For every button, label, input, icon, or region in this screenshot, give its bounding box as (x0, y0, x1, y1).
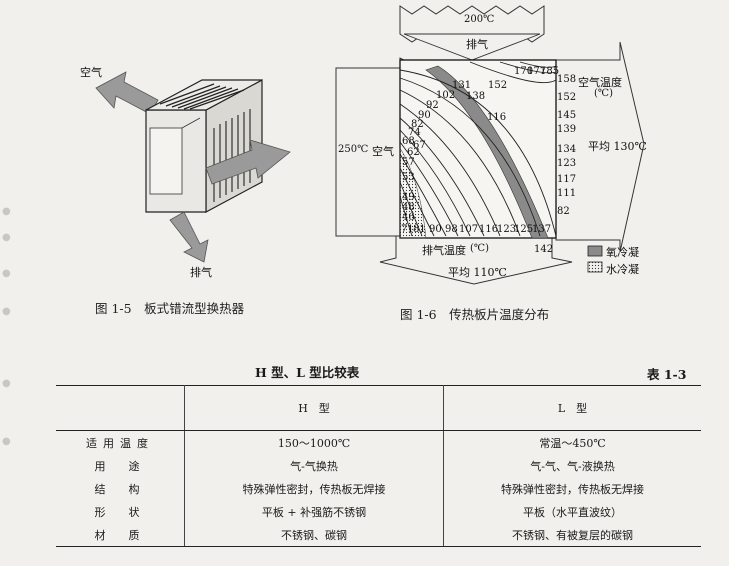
fig2-curve-number: 152 (488, 80, 508, 91)
figure-1-6-caption: 图 1-6 传热板片温度分布 (400, 307, 550, 322)
fig2-curve-number: 90 (418, 110, 431, 121)
fig2-right-number: 111 (557, 188, 577, 199)
fig2-right-number: 139 (557, 124, 577, 135)
fig2-curve-number: 138 (466, 91, 486, 102)
fig2-bottom-number: 107 (459, 224, 479, 235)
cell-h: 特殊弹性密封，传热板无焊接 (184, 477, 444, 500)
cell-l: 气-气、气-液换热 (530, 459, 615, 473)
fig2-right-number: 123 (557, 158, 577, 169)
fig2-legend-water: 水冷凝 (606, 263, 639, 276)
table-header-empty (56, 385, 185, 431)
fig2-curve-number: 46 (402, 212, 415, 223)
cell-h: 平板 + 补强筋不锈钢 (184, 500, 444, 523)
table-header-h: H 型 (184, 385, 444, 431)
fig2-right-number: 152 (557, 92, 577, 103)
fig2-curve-number: 74 (408, 127, 421, 138)
table-title: H 型、L 型比较表 (255, 365, 360, 380)
cell-l: 不锈钢、有被复层的碳钢 (443, 523, 701, 547)
fig2-bottom-label-1: 排气温度 (422, 244, 466, 257)
fig2-bottom-number: 123 (497, 224, 517, 235)
fig2-avg-air: 平均 130℃ (588, 140, 647, 153)
cell-h: 气-气换热 (184, 454, 444, 477)
fig2-top-number: 185 (540, 66, 560, 77)
table-row: 适用温度 150～1000℃ 常温～450℃ (56, 430, 701, 454)
table-row: 材 质 不锈钢、碳钢 不锈钢、有被复层的碳钢 (56, 523, 701, 547)
cell-l: 特殊弹性密封，传热板无焊接 (501, 482, 644, 496)
fig2-bottom-number: 116 (479, 224, 499, 235)
fig2-right-number: 134 (557, 144, 577, 155)
fig2-bottom-number: 81 (413, 224, 426, 235)
row-label: 材 质 (56, 523, 185, 547)
cell-l: 常温～450℃ (539, 436, 606, 450)
fig2-curve-number: 102 (436, 90, 456, 101)
fig2-bottom-number: 71 (401, 224, 414, 235)
fig2-curve-number: 68 (402, 136, 415, 147)
table-header-l: L 型 (443, 385, 701, 431)
fig2-curve-number: 62 (407, 147, 420, 158)
fig2-bottom-number: 142 (534, 244, 554, 255)
figure-1-5-caption: 图 1-5 板式错流型换热器 (95, 301, 245, 316)
table-header-row: H 型 L 型 (56, 385, 701, 431)
fig2-curve-number: 116 (487, 112, 507, 123)
cell-l: 平板（水平直波纹） (523, 505, 622, 519)
fig2-top-temp: 200℃ (464, 14, 495, 25)
fig2-right-number: 117 (557, 174, 577, 185)
fig2-bottom-number: 98 (445, 224, 458, 235)
fig2-curve-number: 67 (413, 140, 426, 151)
fig2-right-number: 145 (557, 110, 577, 121)
fig2-left-label: 空气 (372, 145, 394, 158)
fig2-avg-exhaust: 平均 110℃ (448, 266, 507, 279)
table-row: 用 途 气-气换热 气-气、气-液换热 (56, 454, 701, 477)
fig2-left-temp: 250℃ (338, 144, 369, 155)
comparison-table: H 型 L 型 适用温度 150～1000℃ 常温～450℃ 用 途 气-气换热… (56, 385, 701, 547)
fig1-air-label: 空气 (80, 66, 102, 79)
fig2-bottom-number: 90 (429, 224, 442, 235)
fig2-bottom-label-2: (℃) (470, 243, 489, 254)
fig2-curve-number: 57 (402, 157, 415, 168)
fig2-top-number: 170 (514, 66, 534, 77)
fig2-curve-number: 48 (402, 202, 415, 213)
fig2-right-number: 158 (557, 74, 577, 85)
cell-h: 150～1000℃ (184, 430, 444, 454)
row-label: 结 构 (56, 477, 185, 500)
fig2-curve-number: 131 (452, 80, 472, 91)
table-row: 结 构 特殊弹性密封，传热板无焊接 特殊弹性密封，传热板无焊接 (56, 477, 701, 500)
fig2-legend-oxygen: 氧冷凝 (606, 246, 639, 259)
fig2-right-label-1: 空气温度 (578, 76, 622, 89)
fig2-curve-number: 82 (411, 119, 424, 130)
row-label: 适用温度 (56, 430, 185, 454)
row-label: 用 途 (56, 454, 185, 477)
fig2-right-number: 82 (557, 206, 570, 217)
table-number: 表 1-3 (647, 367, 687, 382)
fig2-curve-number: 53 (402, 172, 415, 183)
fig1-exhaust-label: 排气 (190, 266, 212, 279)
cell-h: 不锈钢、碳钢 (184, 523, 444, 547)
fig2-bottom-number: 125 (514, 224, 534, 235)
fig2-curve-number: 49 (402, 192, 415, 203)
table-row: 形 状 平板 + 补强筋不锈钢 平板（水平直波纹） (56, 500, 701, 523)
row-label: 形 状 (56, 500, 185, 523)
fig2-right-label-2: (℃) (594, 88, 613, 99)
fig2-bottom-number: 137 (532, 224, 552, 235)
fig2-curve-number: 92 (426, 100, 439, 111)
fig2-top-number: 177 (527, 66, 547, 77)
fig2-top-label: 排气 (466, 38, 488, 51)
